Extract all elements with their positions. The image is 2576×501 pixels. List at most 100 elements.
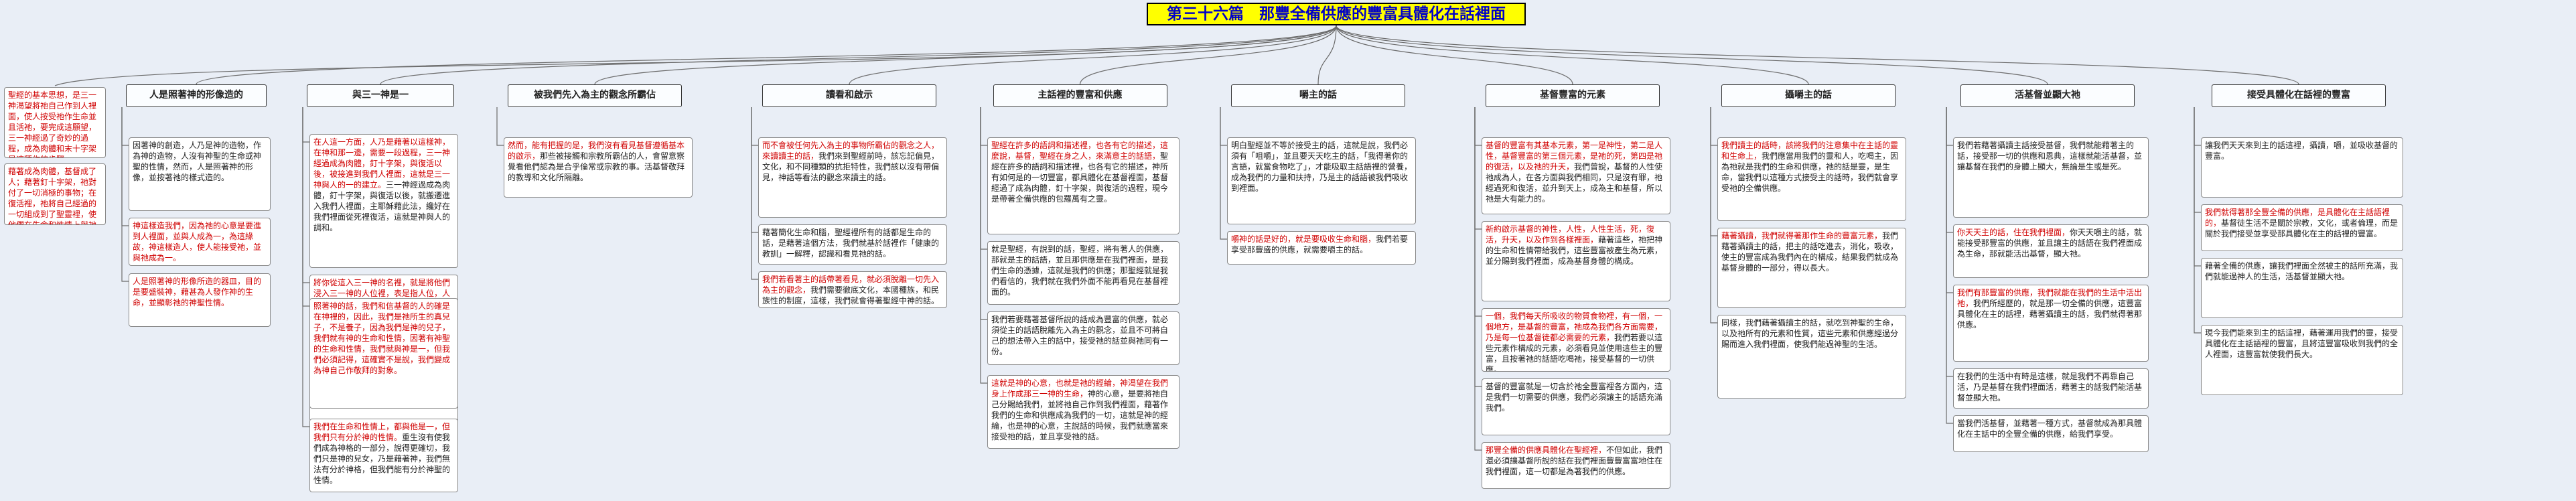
note-box: 然而，能有把握的是，我們沒有看見基督遵循基本的啟示，那些被接觸和宗教所霸佔的人，… (504, 137, 693, 198)
connector (1946, 107, 1953, 377)
emphasis-text: 聖經的基本思想，是三一神渴望將祂自己作到人裡面，使人按受祂作生命並且活祂，要完成… (8, 90, 97, 157)
note-box: 因著神的創造，人乃是神的造物，作為神的造物，人沒有神聖的生命或神聖的性情，然而，… (129, 137, 271, 211)
connector (121, 107, 129, 226)
connector (302, 107, 309, 427)
note-box: 神這樣造我們，因為祂的心意是要進到人裡面，並與人成為一，為這緣故，神這樣造人，使… (129, 218, 271, 266)
note-box: 而不會被任何先入為主的事物所霸佔的觀念之人，來讀讀主的話，我們來到聖經前時，該忘… (758, 137, 947, 218)
topic-header: 讀看和啟示 (762, 84, 936, 107)
connector (1710, 107, 1717, 146)
emphasis-text: 人是照著神的形像所造的器皿，目的是要盛裝神，藉甚為人發作神的生命，並顯彰祂的神聖… (133, 277, 262, 307)
connector (2194, 107, 2201, 334)
topic-header: 被我們先入為主的觀念所霸佔 (508, 84, 682, 107)
note-box: 明白聖經並不等於接受主的話，這就是說，我們必須有「咀嚼」，並且要天天吃主的話，「… (1227, 137, 1416, 224)
body-text: 聖經在許多的語詞和描述裡，也各有它的描述，神所有如何是的一切豐富，都具體化在基督… (991, 151, 1169, 204)
topic-header: 基督豐富的元素 (1486, 84, 1660, 107)
emphasis-text: 你天天主的話，住在我們裡面， (1957, 228, 2070, 237)
connector (1474, 107, 1482, 317)
body-text: 我們應當用我們的靈和人，吃喝主，因為祂就是我們的生命和供應，祂的話是靈，是生命，… (1721, 151, 1899, 193)
body-text: 藉著簡化生命和腦，聖經裡所有的話都是生命的話，是藉著這個方法，我們就基於話裡作「… (762, 228, 940, 259)
connector (302, 107, 309, 283)
emphasis-text: 新約啟示基督的神性，人性，人性生活，死，復活，升天，以及作到各樣裡面， (1486, 224, 1655, 244)
connector (1946, 107, 1953, 424)
connector (2194, 107, 2201, 267)
emphasis-text: 照著神的話，我們和信基督的人的確是在神裡的，因此，我們是祂所生的真兒子，不是養子… (313, 301, 451, 375)
emphasis-text: 藉著成為肉體，基督成了人；藉著釘十字架，祂對付了一切消極的事物；在復活裡，祂將自… (8, 167, 97, 225)
connector (2194, 107, 2201, 213)
body-text: 基督的豐富就是一切含於祂全豐富裡各方面內，這是我們一切需要的供應，我們必須讓主的… (1486, 382, 1663, 413)
connector (751, 107, 758, 280)
body-text: 三一神經過成為肉體，釘十字架，與復活以後，就搬遷進入我們人裡面，主耶穌藉此法，纔… (313, 180, 451, 232)
connector (1474, 107, 1482, 230)
emphasis-text: 我們讀主的話時，該將我們的注意集中在主話的靈和生命上， (1721, 141, 1899, 161)
emphasis-text: 聖經在許多的語詞和描述裡，也各有它的描述，這麼說，基督，聖經在身之人，來滿意主的… (991, 141, 1169, 161)
note-box: 就是聖經，有說到的話，聖經，將有著人的供應，那就是主的話語，並且那供應是在我們裡… (987, 241, 1179, 305)
body-text: 我們若要藉著基督所說的話成為豐富的供應，就必須從主的話語脫離先入為主的觀念，並且… (991, 315, 1169, 356)
connector (1710, 107, 1717, 236)
note-box: 你天天主的話，住在我們裡面，你天天嚼主的話，就能接受那豐富的供應，並且讓主的話語… (1953, 224, 2149, 278)
note-box: 在人這一方面，人乃是藉著以這樣神，在神和那一邊，需要一段過程，三一神經過成為肉體… (309, 134, 458, 268)
body-text: 藉著全備的供應，讓我們裡面全然被主的話所充滿，我們就能過神人的生活，活基督並顯大… (2205, 261, 2399, 281)
note-box: 藉著攝讀，我們就得著那作生命的豐富元素，我們藉著攝讀主的話，把主的話吃進去，消化… (1717, 228, 1906, 308)
body-text: 我們若要享受那豐盛的供應，就需要嚼主的話。 (1231, 234, 1409, 255)
note-box: 我們若要藉著基督所說的話成為豐富的供應，就必須從主的話語脫離先入為主的觀念，並且… (987, 311, 1179, 365)
note-box: 當我們活基督，並藉著一種方式，基督就成為那具體化在主話中的全豐全備的供應，給我們… (1953, 415, 2149, 452)
diagram-title: 第三十六篇 那豐全備供應的豐富具體化在話裡面 (1147, 3, 1526, 25)
body-text: 明白聖經並不等於接受主的話，這就是說，我們必須有「咀嚼」，並且要天天吃主的話，「… (1231, 141, 1413, 193)
body-text: 我們若要以這些元素作構成的元素，必須看見並使用這些主的豐富，且按著祂的話語吃喝祂… (1486, 333, 1663, 372)
note-box: 我們在生命和性情上，都與他是一，但我們只有分於神的性情。重生沒有使我們成為神格的… (309, 419, 458, 492)
connector (1336, 25, 1809, 85)
body-text: 那些被接觸和宗教所霸佔的人，會留意察覺看他們認為是合乎倫常或宗教的事。活基督敬拜… (508, 151, 685, 182)
emphasis-text: 我們在生命和性情上，都與他是一，但我們只有分於神的性情。 (313, 422, 451, 442)
connector (751, 107, 758, 233)
note-box: 基督的豐富有其基本元素，第一是神性，第二是人性，基督豐富的第三個元素，是祂的死，… (1482, 137, 1670, 214)
connector (1336, 25, 1573, 85)
body-text: 我們所經歷的，就是那一切全備的供應，這豐富具體化在主的話裡，藉著攝讀主的話，我們… (1957, 299, 2143, 330)
connector (980, 107, 987, 384)
note-box: 藉著全備的供應，讓我們裡面全然被主的話所充滿，我們就能過神人的生活，活基督並顯大… (2201, 258, 2403, 318)
body-text: 不但如此，我們還必須讓基督所說的話在我們裡面豐豐富富地住在我們裡面，這一切都是為… (1486, 445, 1663, 476)
connector (121, 107, 129, 282)
body-text: 我們來到聖經前時，該忘記偏見，文化，和不同種類的抗拒特性，我們該以沒有帶偏見，神… (762, 151, 940, 182)
body-text: 當我們活基督，並藉著一種方式，基督就成為那具體化在主話中的全豐全備的供應，給我們… (1957, 419, 2143, 439)
note-box: 照著神的話，我們和信基督的人的確是在神裡的，因此，我們是祂所生的真兒子，不是養子… (309, 298, 458, 409)
note-box: 同樣，我們藉著攝讀主的話，就吃到神聖的生命，以及祂所有的元素和性質，這些元素和供… (1717, 315, 1906, 399)
topic-header: 人是照著神的形像造的 (126, 84, 267, 107)
body-text: 我們需要徹底文化，本國種族，和民族性的制度，這樣，我們就會得著聖經中神的話。 (762, 285, 940, 305)
connector (2194, 107, 2201, 146)
topic-header: 接受具體化在話裡的豐富 (2212, 84, 2386, 107)
note-box: 人是照著神的形像所造的器皿，目的是要盛裝神，藉甚為人發作神的生命，並顯彰祂的神聖… (129, 273, 271, 327)
connector (980, 107, 987, 320)
body-text: 基督徒生活不是關於宗教，文化，或者倫理，而是關於我們接受並享受那具體化在主的話裡… (2205, 218, 2399, 238)
connector (1220, 107, 1227, 146)
note-box: 嚼神的話是好的，就是要吸收生命和腦，我們若要享受那豐盛的供應，就需要嚼主的話。 (1227, 231, 1416, 265)
emphasis-text: 基督的豐富有其基本元素，第一是神性，第二是人性，基督豐富的第三個元素，是祂的死，… (1486, 141, 1663, 171)
intro-note: 聖經的基本思想，是三一神渴望將祂自己作到人裡面，使人按受祂作生命並且活祂，要完成… (4, 87, 106, 158)
emphasis-text: 而不會被任何先入為主的事物所霸佔的觀念之人，來讀讀主的話， (762, 141, 940, 161)
note-box: 那豐全備的供應具體化在聖經裡，不但如此，我們還必須讓基督所說的話在我們裡面豐豐富… (1482, 442, 1670, 489)
emphasis-text: 嚼神的話是好的，就是要吸收生命和腦， (1231, 234, 1376, 244)
body-text: 在我們的生活中有時是這樣，就是我們不再靠自己活，乃是基督在我們裡面活，藉著主的話… (1957, 372, 2143, 403)
body-text: 神的心意，是要將祂自己分賜給我們，並將祂自己作到我們裡面，藉著作我們的生命和供應… (991, 389, 1169, 441)
topic-header: 嚼主的話 (1231, 84, 1405, 107)
topic-header: 活基督並顯大祂 (1960, 84, 2135, 107)
body-text: 藉著這些，祂把神的生命和性情帶給我們，這些豐富被產生為元素，並分賜到我們裡面，成… (1486, 235, 1663, 266)
connector (1079, 25, 1337, 85)
topic-header: 與三一神是一 (307, 84, 454, 107)
body-text: 因著神的創造，人乃是神的造物，作為神的造物，人沒有神聖的生命或神聖的性情，然而，… (133, 141, 262, 182)
note-box: 我們讀主的話時，該將我們的注意集中在主話的靈和生命上，我們應當用我們的靈和人，吃… (1717, 137, 1906, 221)
connector (751, 107, 758, 146)
connector (1710, 107, 1717, 324)
connector (54, 25, 1337, 86)
connector (980, 107, 987, 146)
body-text: 重生沒有使我們成為神格的一部分，說得更確切，我們只是神的兒女，乃是藉著神，我們無… (313, 433, 451, 485)
note-box: 現今我們能來到主的話這裡，藉著運用我們的靈，接受具體化在主話語裡的豐富，且將這豐… (2201, 325, 2403, 395)
connector (496, 107, 504, 146)
emphasis-text: 一個，我們每天所吸收的物質食物裡，有一個，一個地方，是基督的豐富，祂成為我們各方… (1486, 311, 1663, 342)
body-text: 同樣，我們藉著攝讀主的話，就吃到神聖的生命，以及祂所有的元素和性質，這些元素和供… (1721, 318, 1899, 349)
connector (594, 25, 1337, 85)
body-text: 我們若藉著攝讀主話接受基督，我們就能藉著主的話，接受那一切的供應和恩典，這樣就能… (1957, 141, 2143, 171)
connector (1336, 25, 2299, 85)
emphasis-text: 那豐全備的供應具體化在聖經裡， (1486, 445, 1607, 455)
note-box: 這就是神的心意，也就是祂的經綸，神渴望在我們身上作成那三一神的生命，神的心意，是… (987, 375, 1179, 449)
emphasis-text: 藉著攝讀，我們就得著那作生命的豐富元素， (1721, 231, 1883, 240)
